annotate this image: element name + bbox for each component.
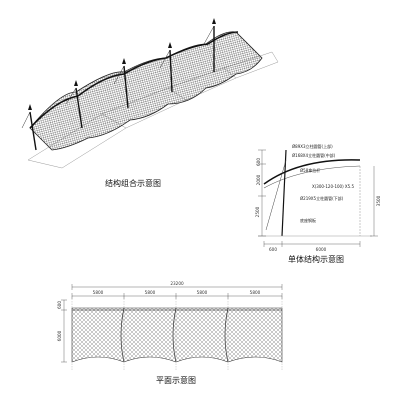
steel-masts	[29, 26, 215, 151]
unit-column	[281, 149, 287, 237]
dim-h-top: 600	[256, 158, 261, 166]
plan-bay-2: 5800	[145, 290, 156, 295]
unit-dimension-lines	[258, 149, 378, 247]
plan-bay-4: 5800	[250, 290, 261, 295]
plan-total-width: 23200	[170, 281, 184, 286]
note-lower-tube: Ø219X5立柱圆管(下部)	[300, 195, 344, 201]
membrane-canopy	[29, 31, 263, 151]
plan-membrane	[71, 307, 283, 363]
dim-h-mid: 2000	[256, 174, 261, 185]
plan-bay-3: 5800	[197, 290, 208, 295]
note-plate: X(300-120-100) X5.5	[312, 184, 354, 189]
caption-single: 单体结构示意图	[288, 254, 344, 264]
single-unit-view: 600 2000 2500 3500 600 6000 Ø89X3立柱圆管(上部…	[255, 143, 381, 264]
unit-callouts: Ø89X3立柱圆管(上部) Ø168X4立柱圆管(中部) Ø58拿拉杆 X(30…	[292, 143, 354, 223]
plan-depth-top: 600	[57, 301, 62, 309]
caption-plan: 平面示意图	[156, 375, 196, 385]
combined-structure-view: 结构组合示意图	[21, 18, 279, 188]
caption-combined: 结构组合示意图	[105, 178, 161, 188]
mast-caps	[28, 18, 216, 110]
unit-roof-lower	[263, 165, 361, 189]
note-upper-tube: Ø89X3立柱圆管(上部)	[292, 143, 333, 149]
dim-w-left: 600	[269, 247, 277, 252]
dim-h-total: 3500	[376, 195, 381, 206]
note-tie-rod: Ø58拿拉杆	[300, 167, 320, 173]
dim-w-main: 6000	[316, 247, 327, 252]
plan-depth-main: 6000	[57, 330, 62, 341]
dim-h-low: 2500	[255, 206, 260, 217]
unit-roof-arch	[263, 159, 361, 185]
tie-rods	[21, 25, 215, 129]
plan-view: 23200 5800 5800 5800 5800 600 6000 平面示意图	[57, 281, 283, 385]
note-middle-tube: Ø168X4立柱圆管(中部)	[292, 152, 336, 158]
plan-bay-1: 5800	[93, 290, 104, 295]
plan-bay-dividers	[120, 307, 229, 363]
unit-stay	[265, 159, 287, 231]
note-base-plate: 底座钢板	[300, 217, 316, 223]
plan-dimension-lines	[61, 284, 283, 363]
